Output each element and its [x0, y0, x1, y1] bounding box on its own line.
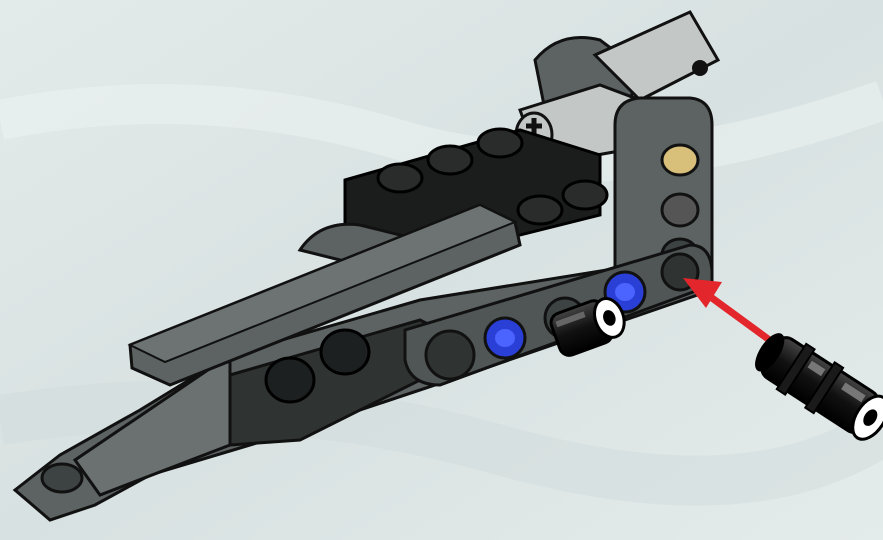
tan-axle-pin: [662, 145, 698, 175]
